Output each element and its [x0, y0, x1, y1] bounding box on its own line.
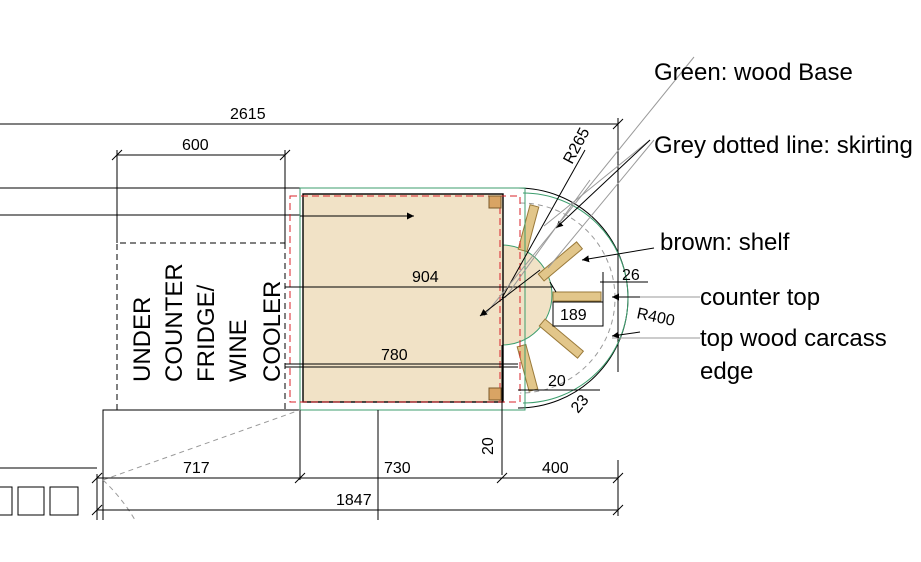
fridge-label-line4: WINE: [225, 319, 252, 382]
fridge-label-line2: COUNTER: [161, 263, 188, 382]
dim-600: 600: [111, 137, 291, 243]
fridge-label-line1: UNDER: [129, 297, 156, 382]
dim-717-label: 717: [183, 460, 210, 477]
legend-grey: Grey dotted line: skirting: [654, 132, 913, 159]
dim-26-label: 26: [622, 267, 640, 284]
dim-23-label: 23: [568, 392, 593, 417]
left-counter-lines: [0, 123, 618, 216]
corner-block: [488, 195, 502, 209]
dim-189-label: 189: [560, 307, 587, 324]
shelf: [517, 204, 540, 253]
drawer-front: [17, 486, 45, 516]
dim-780: 780: [285, 347, 518, 368]
dim-400-label: 400: [542, 460, 569, 477]
shelf: [552, 291, 602, 302]
shelf: [538, 318, 585, 359]
shelf: [537, 241, 584, 282]
dim-1847-label: 1847: [336, 492, 372, 509]
base-box: [289, 187, 526, 411]
corner-block: [488, 387, 502, 401]
leader-lines: [300, 56, 700, 339]
dim-2615: 2615: [230, 106, 624, 372]
legend-carcass-line2: edge: [700, 358, 753, 385]
dim-20-bottom-label: 20: [480, 437, 497, 455]
dim-r400-label: R400: [635, 305, 676, 330]
drawer-front: [49, 486, 79, 516]
dim-r265-label: R265: [561, 125, 594, 167]
legend-green: Green: wood Base: [654, 59, 853, 86]
dim-904-label: 904: [412, 269, 439, 286]
dim-2615-label: 2615: [230, 106, 266, 123]
bottom-dims: 717 730 400 1847 20: [91, 400, 624, 520]
legend-counter-top: counter top: [700, 284, 820, 311]
dim-780-label: 780: [381, 347, 408, 364]
fridge-label-line3: FRIDGE/: [193, 284, 220, 382]
legend: Green: wood Base Grey dotted line: skirt…: [654, 59, 913, 385]
dim-730-label: 730: [384, 460, 411, 477]
drawer-front: [0, 486, 13, 516]
fridge-label-line5: COOLER: [259, 281, 286, 382]
legend-brown: brown: shelf: [660, 229, 790, 256]
fridge-label: UNDER COUNTER FRIDGE/ WINE COOLER: [129, 263, 286, 382]
legend-carcass-line1: top wood carcass: [700, 325, 887, 352]
dim-600-label: 600: [182, 137, 209, 154]
dim-20-right-label: 20: [548, 373, 566, 390]
